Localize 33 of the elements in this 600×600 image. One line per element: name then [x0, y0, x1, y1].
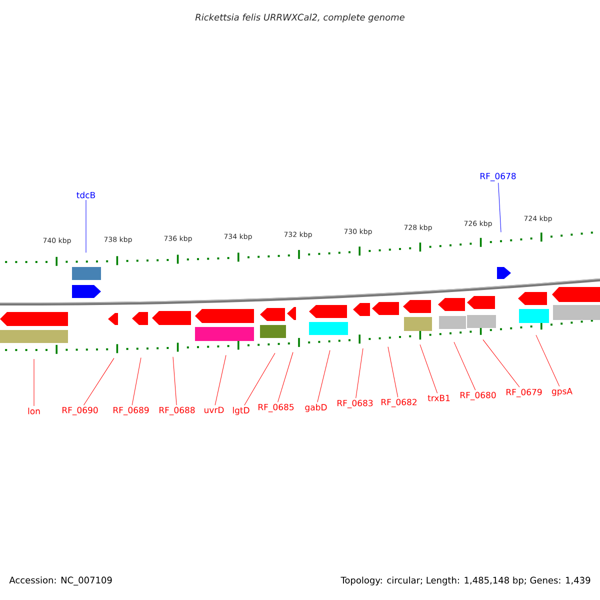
leader-line: [172, 356, 177, 406]
gene-label: trxB1: [428, 394, 450, 402]
gene-label: RF_0683: [338, 400, 373, 408]
leader-line: [420, 344, 438, 394]
gene-label: gabD: [305, 404, 327, 412]
title: Rickettsia felis URRWXCal2, complete genome: [195, 14, 404, 22]
gene-label: RF_0688: [160, 406, 195, 416]
leader-line: [454, 342, 476, 390]
leader-line: [356, 348, 364, 398]
leader-line: [536, 334, 560, 387]
gene-label: RF_0682: [382, 398, 416, 408]
gene-label: uvrD: [204, 406, 224, 414]
gene-label: RF_0685: [258, 404, 294, 412]
gene-label: gpsA: [552, 388, 572, 396]
leader-line: [244, 352, 276, 406]
leader-line: [482, 339, 520, 388]
leader-line: [132, 357, 142, 406]
leader-line: [214, 354, 226, 406]
gene-label: RF_0678: [480, 172, 516, 182]
footer-text: Topology: circular; Length: 1,485,148 bp; Genes: 1,439: [340, 576, 590, 586]
leader-line: [278, 352, 294, 402]
gene-label: tdcB: [76, 192, 95, 198]
footer-text: Accession: NC_007109: [9, 576, 112, 586]
leader-line: [84, 358, 114, 406]
gene-label: lgtD: [232, 406, 250, 416]
leader-line: [388, 346, 398, 398]
gene-label: RF_0679: [506, 388, 542, 398]
gene-label: lon: [28, 408, 40, 414]
gene-label: RF_0689: [114, 406, 149, 416]
leader-line: [317, 350, 330, 402]
gene-label: RF_0680: [460, 392, 496, 400]
gene-label: RF_0690: [62, 406, 98, 416]
leader-line: [498, 182, 502, 232]
